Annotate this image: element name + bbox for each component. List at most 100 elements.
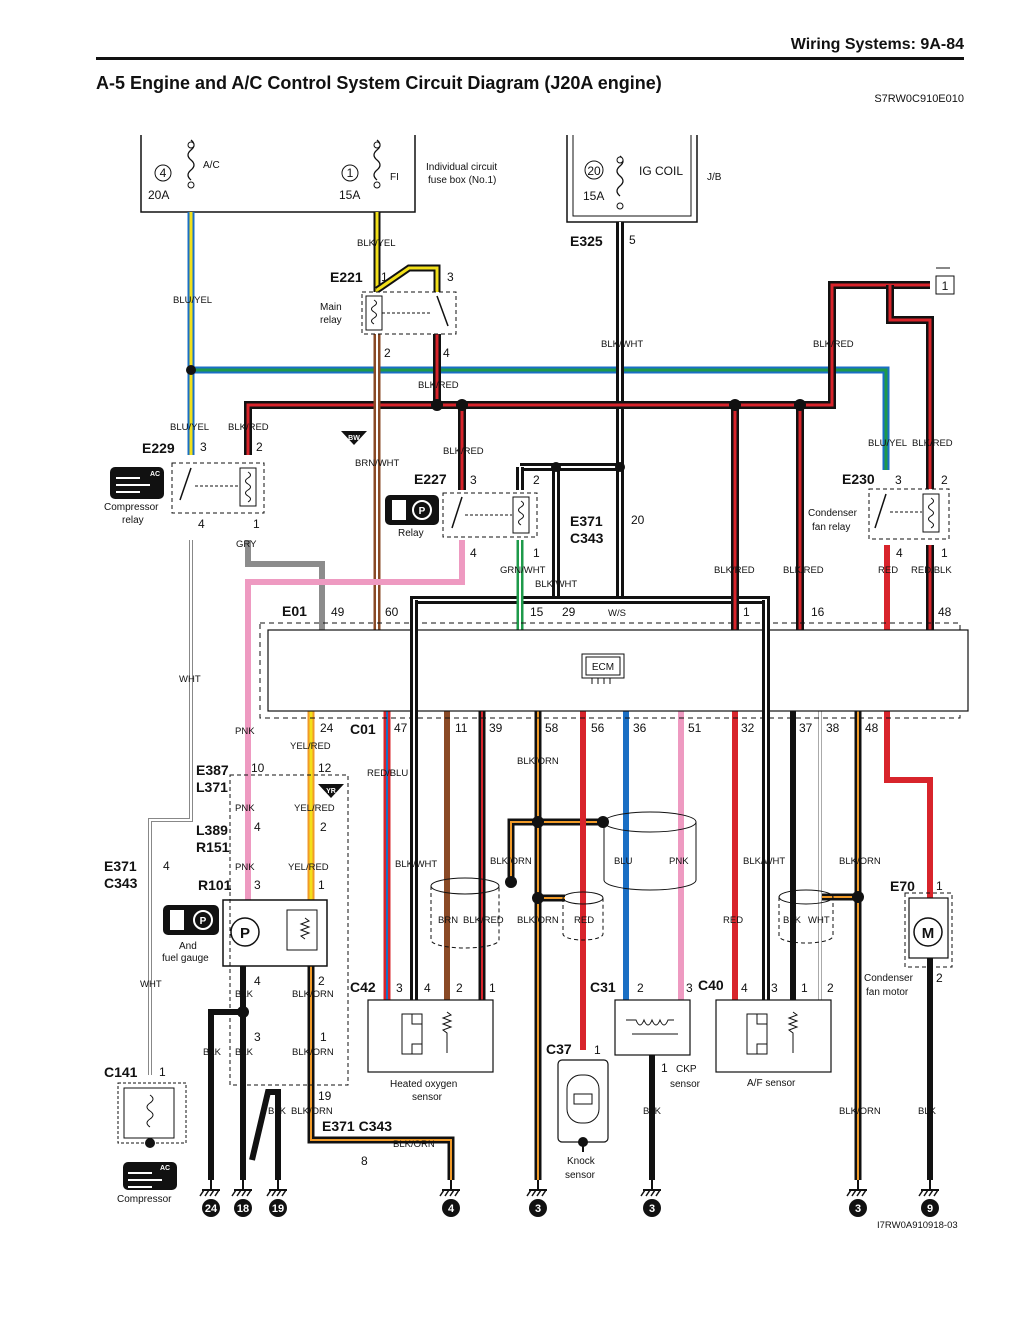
svg-text:3: 3: [200, 440, 207, 454]
svg-text:1: 1: [743, 605, 750, 619]
ecm-box: ECM: [259, 622, 969, 719]
ground-4: 4: [439, 1179, 461, 1218]
svg-text:RED: RED: [723, 915, 743, 926]
svg-text:2: 2: [936, 971, 943, 985]
svg-text:sensor: sensor: [565, 1170, 596, 1181]
svg-text:BLK/WHT: BLK/WHT: [601, 339, 643, 350]
svg-text:Condenser: Condenser: [864, 973, 914, 984]
svg-text:PNK: PNK: [235, 803, 255, 814]
svg-text:BLK/RED: BLK/RED: [463, 915, 504, 926]
svg-text:Main: Main: [320, 302, 342, 313]
svg-text:4: 4: [470, 546, 477, 560]
svg-text:E325: E325: [570, 233, 603, 249]
svg-text:9: 9: [927, 1203, 933, 1215]
svg-text:And: And: [179, 941, 197, 952]
svg-text:3: 3: [895, 473, 902, 487]
wire-blk-orn: [307, 710, 864, 1180]
svg-text:BLK/ORN: BLK/ORN: [393, 1139, 435, 1150]
svg-text:BLK/ORN: BLK/ORN: [517, 915, 559, 926]
svg-text:BLK: BLK: [918, 1106, 937, 1117]
ground-3b: 3: [640, 1179, 662, 1218]
svg-text:5: 5: [629, 233, 636, 247]
svg-text:GRY: GRY: [236, 539, 257, 550]
svg-text:BLK/ORN: BLK/ORN: [839, 1106, 881, 1117]
svg-text:48: 48: [865, 721, 879, 735]
svg-text:BLK/RED: BLK/RED: [443, 446, 484, 457]
svg-text:2: 2: [456, 981, 463, 995]
main-relay: Main relay: [320, 291, 457, 335]
svg-text:BLK/WHT: BLK/WHT: [395, 859, 437, 870]
svg-text:1: 1: [936, 879, 943, 893]
svg-text:RED: RED: [878, 565, 898, 576]
svg-text:C37: C37: [546, 1041, 572, 1057]
svg-text:R101: R101: [198, 877, 232, 893]
wire-red-fan: [884, 545, 933, 900]
svg-text:Heated oxygen: Heated oxygen: [390, 1079, 457, 1090]
svg-text:P: P: [240, 925, 250, 942]
svg-text:J/B: J/B: [707, 172, 722, 183]
svg-text:2: 2: [941, 473, 948, 487]
svg-text:2: 2: [318, 974, 325, 988]
fuel-pump-assy: P P And fuel gauge: [162, 774, 349, 1086]
svg-text:GRN/WHT: GRN/WHT: [500, 565, 546, 576]
svg-text:C42: C42: [350, 979, 376, 995]
svg-text:3: 3: [535, 1203, 541, 1215]
svg-text:E371: E371: [104, 858, 137, 874]
svg-text:1: 1: [941, 546, 948, 560]
svg-text:FI: FI: [390, 172, 399, 183]
svg-text:WHT: WHT: [808, 915, 830, 926]
figure-code: S7RW0C910E010: [874, 93, 964, 105]
svg-text:PNK: PNK: [235, 726, 255, 737]
svg-text:BLK/WHT: BLK/WHT: [743, 856, 785, 867]
header-rule: [96, 57, 964, 60]
svg-text:E387: E387: [196, 762, 229, 778]
wire-flags: BW YR: [318, 431, 367, 798]
svg-text:4: 4: [254, 974, 261, 988]
footer-code: I7RW0A910918-03: [877, 1220, 958, 1231]
svg-text:3: 3: [771, 981, 778, 995]
wire-blk-yel: [373, 212, 441, 295]
svg-text:E229: E229: [142, 440, 175, 456]
svg-text:2: 2: [256, 440, 263, 454]
svg-text:BRN/WHT: BRN/WHT: [355, 458, 400, 469]
svg-text:BW: BW: [348, 435, 360, 442]
condenser-fan-relay: Condenser fan relay: [808, 488, 950, 540]
svg-text:4: 4: [163, 859, 170, 873]
svg-text:E371: E371: [570, 513, 603, 529]
svg-text:relay: relay: [122, 515, 144, 526]
svg-text:BLK/ORN: BLK/ORN: [292, 989, 334, 1000]
svg-text:4: 4: [741, 981, 748, 995]
svg-text:IG COIL: IG COIL: [639, 164, 683, 178]
shield-ckp: [603, 811, 697, 891]
wire-blk-grounds: [208, 955, 933, 1180]
svg-text:C343: C343: [570, 530, 604, 546]
svg-text:M: M: [922, 925, 935, 942]
svg-text:PNK: PNK: [235, 862, 255, 873]
svg-text:Individual circuit: Individual circuit: [426, 162, 497, 173]
svg-text:3: 3: [855, 1203, 861, 1215]
svg-text:Compressor: Compressor: [117, 1194, 172, 1205]
page-title: A-5 Engine and A/C Control System Circui…: [96, 73, 662, 93]
svg-text:60: 60: [385, 605, 399, 619]
svg-text:BLK/RED: BLK/RED: [418, 380, 459, 391]
fuse-ac: 4 A/C 20A: [148, 139, 220, 202]
svg-text:C31: C31: [590, 979, 616, 995]
svg-text:3: 3: [254, 1030, 261, 1044]
svg-text:BLK: BLK: [235, 1047, 254, 1058]
svg-text:BLU/YEL: BLU/YEL: [170, 422, 209, 433]
svg-text:47: 47: [394, 721, 408, 735]
svg-text:Condenser: Condenser: [808, 508, 858, 519]
svg-text:BLK: BLK: [235, 989, 254, 1000]
knock-sensor: Knock sensor: [557, 1059, 609, 1181]
svg-text:1: 1: [381, 270, 388, 284]
svg-text:BLK/ORN: BLK/ORN: [517, 756, 559, 767]
ckp-sensor: CKP sensor: [614, 999, 701, 1090]
svg-text:fan relay: fan relay: [812, 522, 850, 533]
svg-text:A/C: A/C: [203, 160, 220, 171]
svg-text:C40: C40: [698, 977, 724, 993]
svg-text:RED: RED: [574, 915, 594, 926]
svg-text:4: 4: [254, 820, 261, 834]
ground-3a: 3: [526, 1179, 548, 1218]
svg-text:1: 1: [318, 878, 325, 892]
